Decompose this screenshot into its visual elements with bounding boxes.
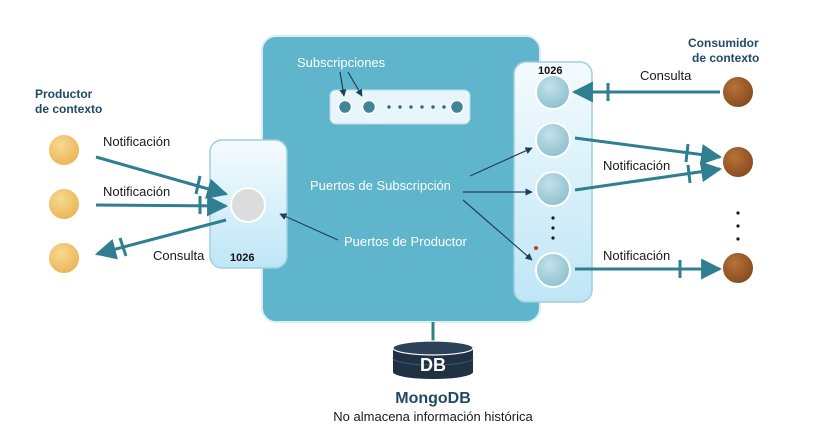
subscription-arrow xyxy=(339,71,347,97)
consumer-title-line1: Consumidor xyxy=(688,36,759,50)
pointer-arrow xyxy=(462,199,533,261)
subscription-dot xyxy=(449,99,465,115)
database-icon xyxy=(392,340,474,379)
ellipsis-dots xyxy=(387,105,446,109)
arrow-tick xyxy=(686,164,692,184)
database-name: MongoDB xyxy=(395,390,471,407)
subscription-ports-label: Puertos de Subscripción xyxy=(310,178,451,193)
producer-title-line1: Productor xyxy=(35,87,93,101)
query-response-arrow xyxy=(94,218,227,260)
subscription-dot xyxy=(337,99,353,115)
query-label: Consulta xyxy=(153,248,205,263)
arrow-tick xyxy=(684,143,690,163)
notification-arrow xyxy=(574,161,723,192)
producer-node xyxy=(47,133,81,167)
vertical-ellipsis xyxy=(736,211,740,241)
subscription-port-number: 1026 xyxy=(538,65,562,77)
subscription-port-node xyxy=(535,252,571,288)
vertical-ellipsis xyxy=(551,216,555,240)
notification-arrow xyxy=(574,136,723,165)
red-dot xyxy=(534,246,538,250)
consumer-node xyxy=(721,75,755,109)
producer-node xyxy=(47,187,81,221)
producer-node xyxy=(47,241,81,275)
notification-arrow xyxy=(95,195,229,217)
arrow-tick xyxy=(118,237,128,257)
query-label: Consulta xyxy=(640,68,692,83)
database-note: No almacena información histórica xyxy=(333,409,533,424)
arrow-tick xyxy=(194,175,202,195)
notification-label: Notificación xyxy=(603,158,670,173)
pointer-arrow xyxy=(469,147,533,177)
subscription-arrow xyxy=(347,71,363,97)
database-icon-text: DB xyxy=(420,355,446,375)
notification-label: Notificación xyxy=(603,248,670,263)
notification-label: Notificación xyxy=(103,184,170,199)
consumer-node xyxy=(721,145,755,179)
consumer-node xyxy=(721,251,755,285)
notification-arrow xyxy=(95,155,229,199)
subscriptions-label: Subscripciones xyxy=(297,55,386,70)
producer-port-number: 1026 xyxy=(230,252,254,264)
subscription-dot xyxy=(361,99,377,115)
pointer-arrow xyxy=(279,213,339,241)
producer-title-line2: de contexto xyxy=(35,102,102,116)
notification-label: Notificación xyxy=(103,134,170,149)
producer-ports-label: Puertos de Productor xyxy=(344,234,468,249)
subscription-port-node xyxy=(535,171,571,207)
subscription-port-node xyxy=(535,122,571,158)
producer-port-node xyxy=(230,187,266,223)
consumer-title-line2: de contexto xyxy=(692,51,759,65)
subscription-port-node xyxy=(535,74,571,110)
